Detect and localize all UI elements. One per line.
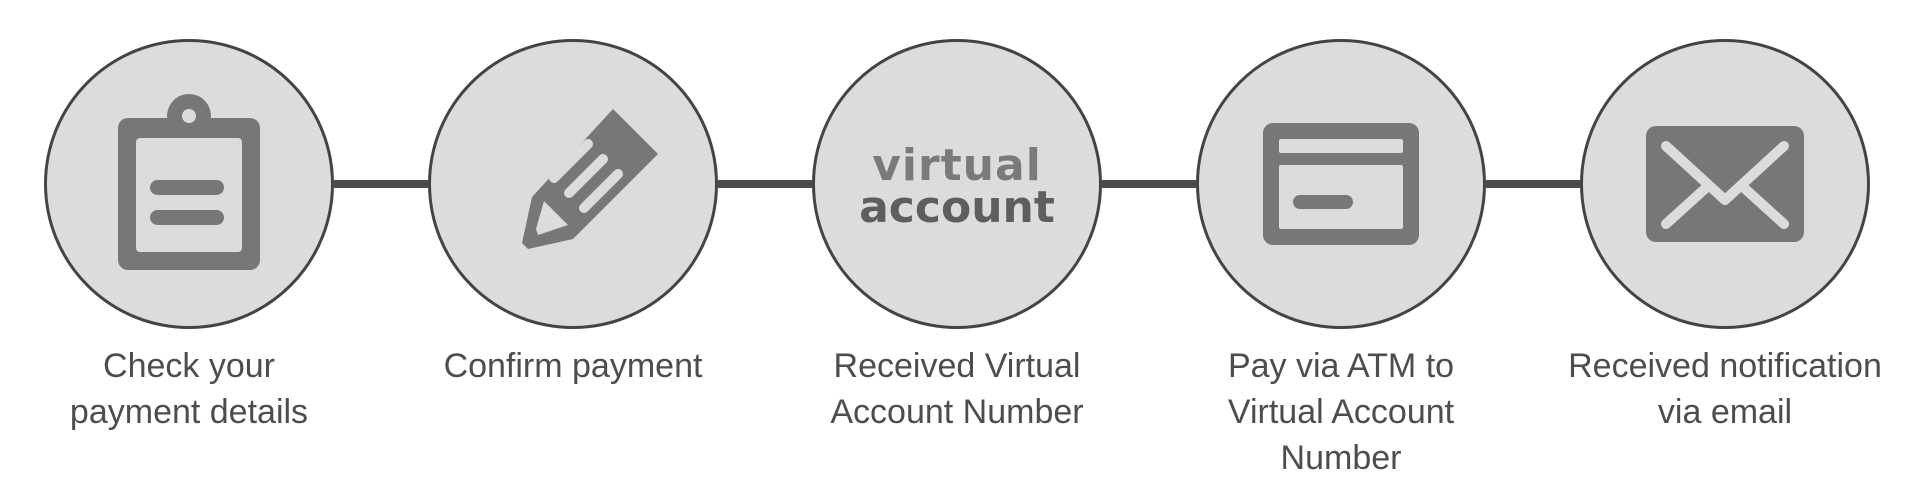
clipboard-icon	[114, 94, 264, 274]
step-check-payment-details: Check your payment details	[19, 0, 359, 496]
envelope-icon	[1644, 124, 1806, 244]
connector-4-5	[1486, 180, 1580, 188]
step-circle	[1580, 39, 1870, 329]
pencil-icon	[488, 99, 658, 269]
step-circle	[1196, 39, 1486, 329]
step-received-notification: Received notification via email	[1555, 0, 1895, 496]
step-label: Check your payment details	[69, 347, 309, 431]
step-circle	[44, 39, 334, 329]
step-pay-via-atm: Pay via ATM to Virtual Account Number	[1171, 0, 1511, 496]
logo-word-account: account	[859, 182, 1055, 233]
connector-1-2	[334, 180, 428, 188]
credit-card-icon	[1261, 119, 1421, 249]
logo-word-virtual: virtual	[872, 140, 1042, 191]
step-label: Confirm payment	[443, 347, 703, 385]
step-received-virtual-account: virtual account Received Virtual Account…	[787, 0, 1127, 496]
connector-3-4	[1102, 180, 1196, 188]
step-label: Received Virtual Account Number	[830, 347, 1084, 431]
step-confirm-payment: Confirm payment	[403, 0, 743, 496]
step-label: Received notification via email	[1568, 347, 1882, 431]
step-label: Pay via ATM to Virtual Account Number	[1227, 347, 1455, 477]
virtual-account-logo: virtual account	[859, 144, 1055, 230]
connector-2-3	[718, 180, 812, 188]
step-circle: virtual account	[812, 39, 1102, 329]
step-circle	[428, 39, 718, 329]
